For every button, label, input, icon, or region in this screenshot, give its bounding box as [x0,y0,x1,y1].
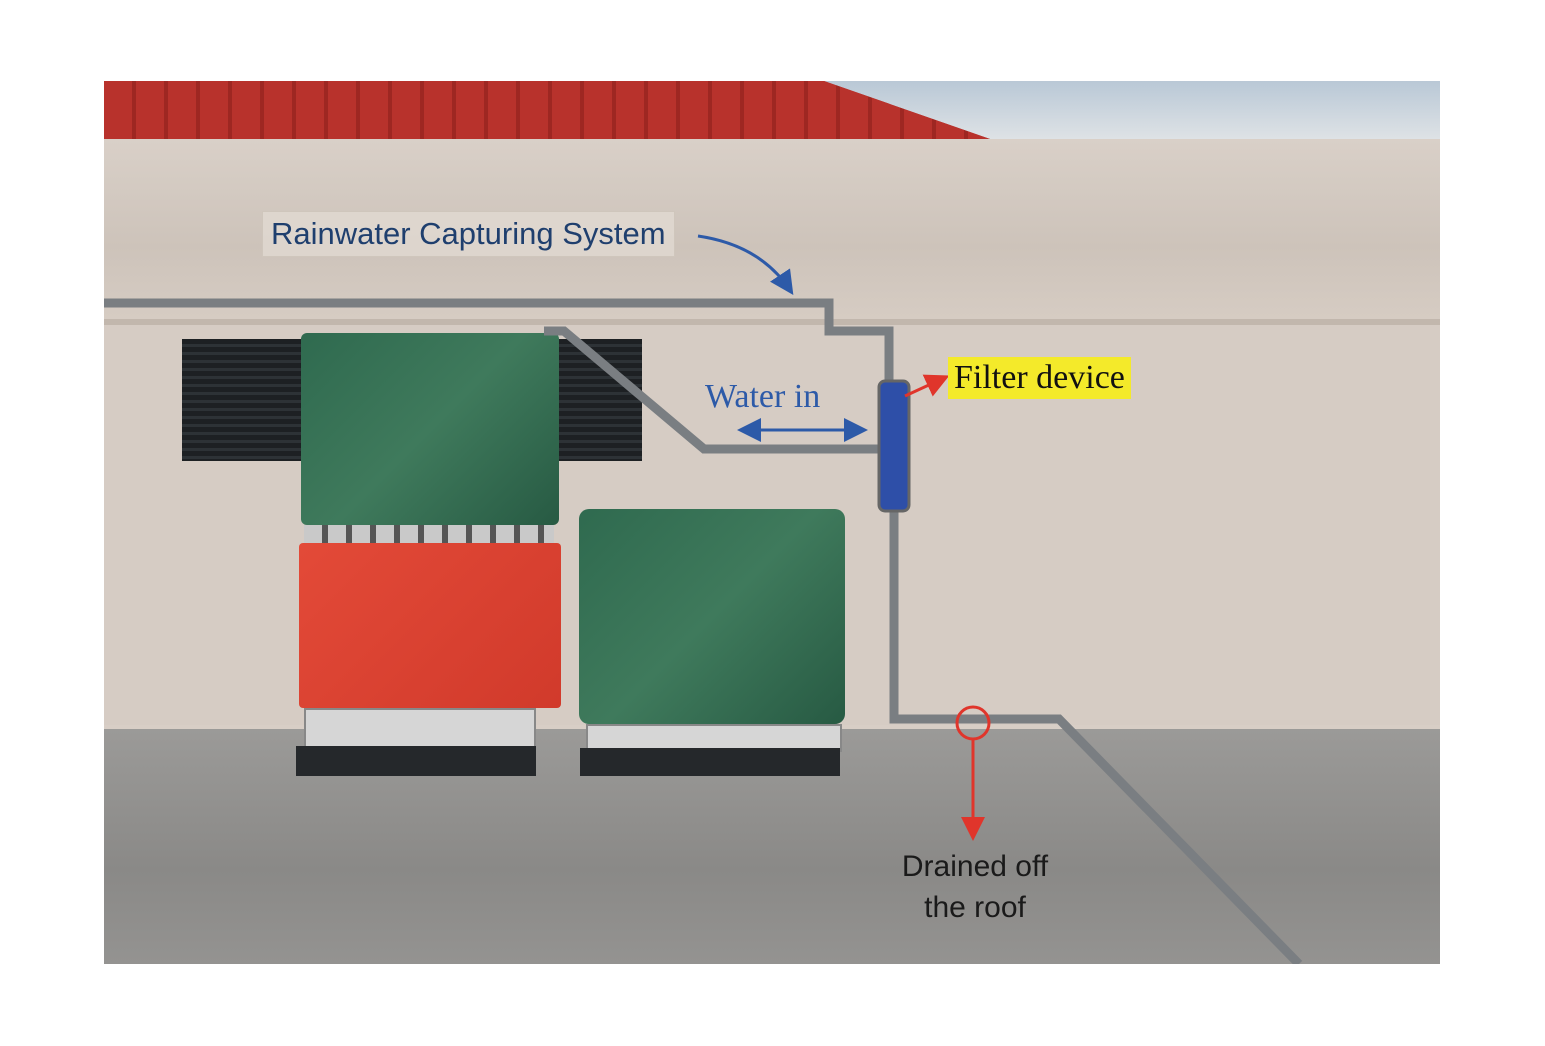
tank-cover-red [299,543,561,708]
vent-left [182,339,312,461]
filter-device [877,379,911,513]
water-in-label: Water in [705,378,821,415]
drain-label: Drained off the roof [880,846,1070,928]
drain-marker-circle [955,705,991,741]
inlet-pipe [544,326,884,454]
pipes [104,298,1303,964]
tank-cover-green-top [301,333,559,525]
tank-frame [304,525,554,545]
system-arrow [697,234,794,295]
drain-label-line1: Drained off [901,850,1049,883]
gutter-pipe [104,298,894,381]
roof-tiles [104,81,990,139]
drain-label-line2: the roof [924,891,1026,924]
rainwater-system-label: Rainwater Capturing System [262,211,675,257]
filter-device-label: Filter device [948,357,1131,399]
pallet-right [580,748,840,776]
down-pipe [889,511,1303,964]
filter-arrow [904,374,950,398]
pallet-left [296,746,536,776]
tank-cover-green-right [579,509,845,724]
